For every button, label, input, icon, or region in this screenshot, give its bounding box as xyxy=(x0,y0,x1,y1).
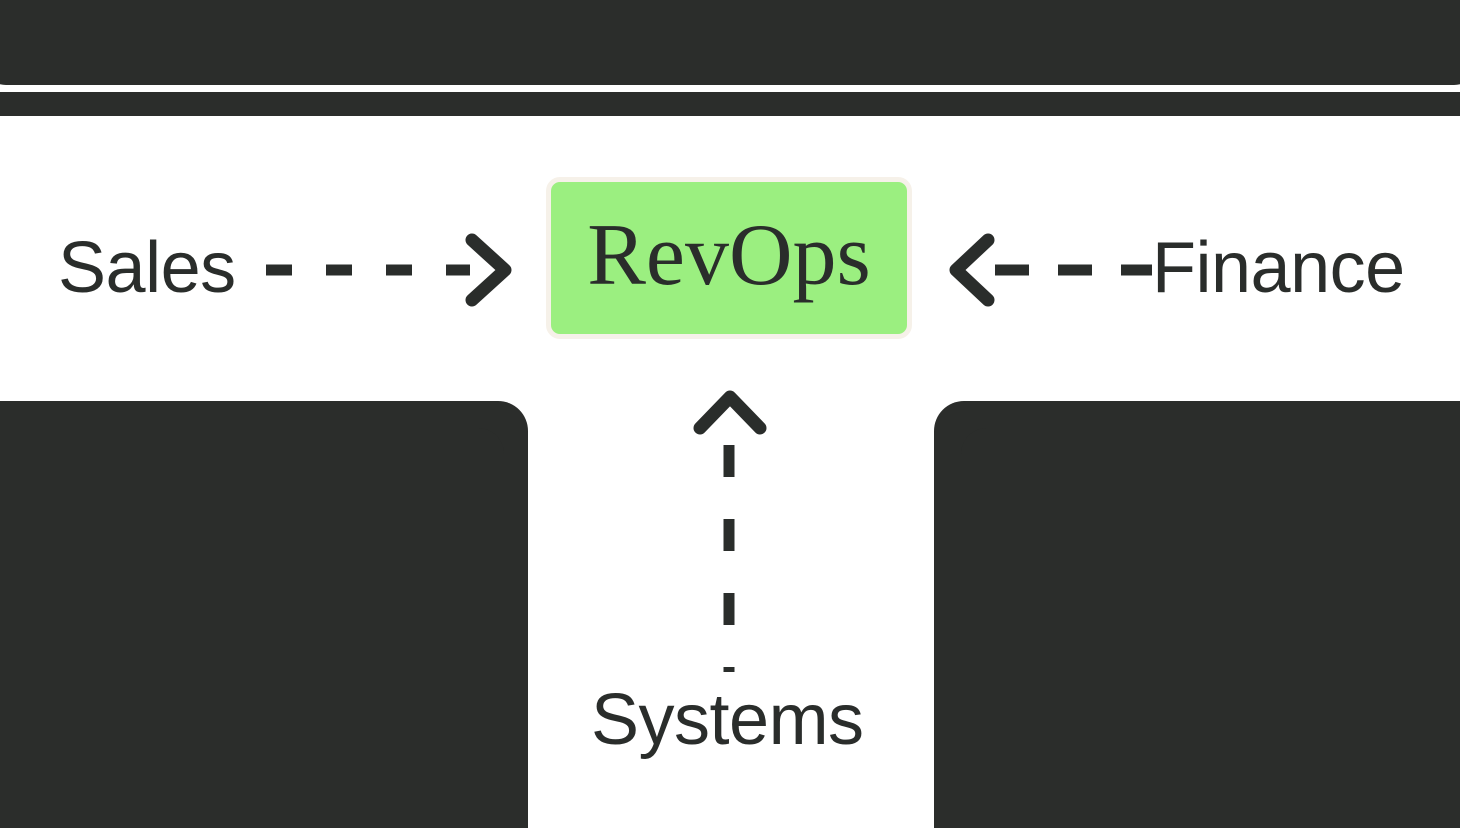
arrowhead-left-icon xyxy=(949,233,995,307)
panel-top-outer xyxy=(0,0,1460,85)
edge-systems-to-revops xyxy=(693,390,767,672)
edge-sales-to-revops xyxy=(266,233,512,307)
node-label-revops: RevOps xyxy=(587,207,871,304)
node-label-finance[interactable]: Finance xyxy=(1152,228,1405,308)
node-label-systems[interactable]: Systems xyxy=(591,680,864,760)
node-revops-highlighted[interactable]: RevOps xyxy=(546,177,912,339)
arrowhead-right-icon xyxy=(465,233,512,307)
edge-finance-to-revops xyxy=(949,233,1152,307)
panel-bottom-left-inner xyxy=(0,428,504,828)
panel-top-inner xyxy=(0,92,1460,116)
panel-bottom-right-inner xyxy=(961,428,1460,828)
node-label-sales[interactable]: Sales xyxy=(58,228,236,308)
arrowhead-up-icon xyxy=(693,390,767,435)
